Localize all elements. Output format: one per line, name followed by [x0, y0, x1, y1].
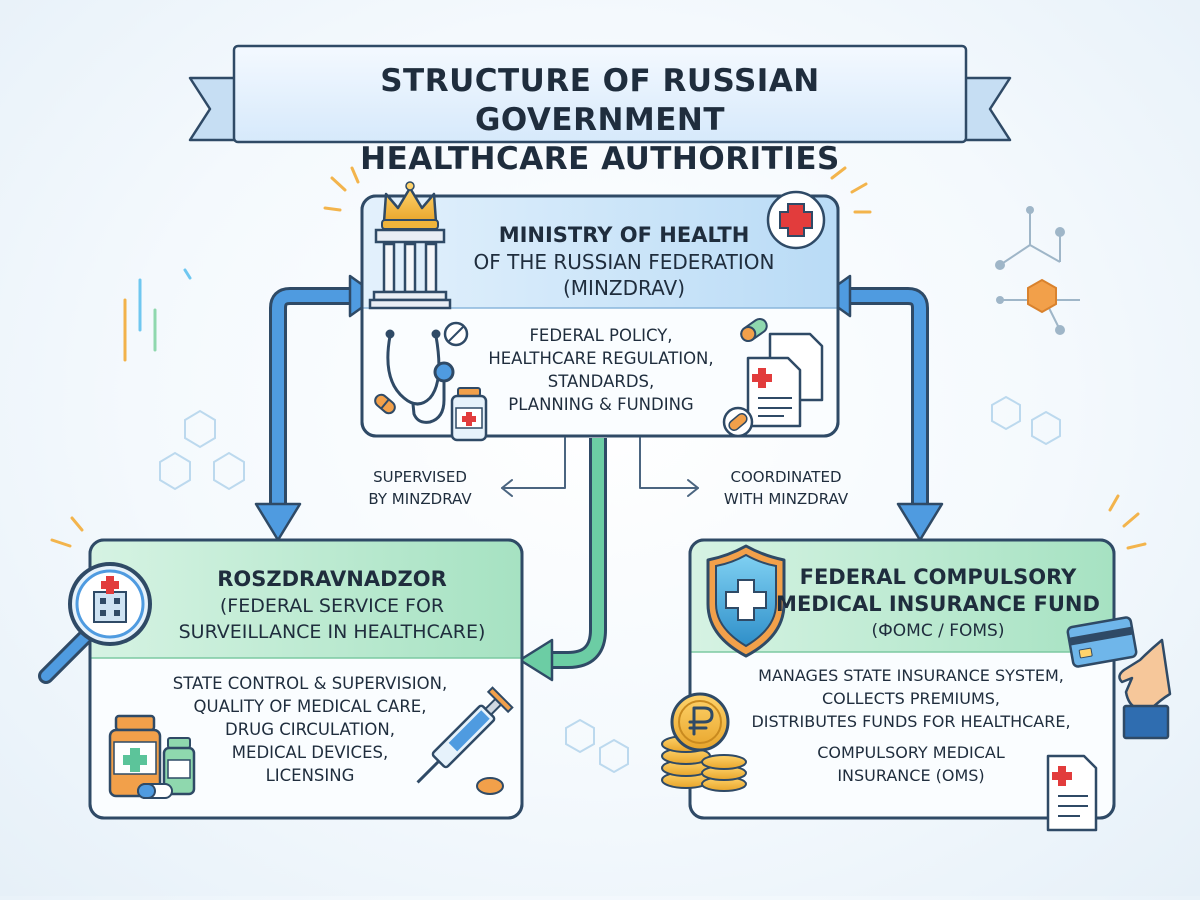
- foms-box: [688, 538, 1116, 820]
- credit-card-hand-icon: [1066, 616, 1172, 740]
- roszdravnadzor-header: ROSZDRAVNADZOR (FEDERAL SERVICE FOR SURV…: [156, 566, 508, 645]
- foms-function-item: INSURANCE (OMS): [837, 766, 985, 785]
- foms-title-1: FEDERAL COMPULSORY: [799, 565, 1077, 589]
- roszdravnadzor-function-item: STATE CONTROL & SUPERVISION,: [172, 674, 448, 693]
- ministry-header: MINISTRY OF HEALTH OF THE RUSSIAN FEDERA…: [448, 222, 800, 301]
- ministry-function-item: FEDERAL POLICY,: [529, 326, 673, 345]
- foms-header: FEDERAL COMPULSORY MEDICAL INSURANCE FUN…: [772, 564, 1104, 644]
- foms-functions: MANAGES STATE INSURANCE SYSTEM, COLLECTS…: [726, 664, 1096, 787]
- connector-center-green-arrow: [518, 438, 607, 682]
- foms-function-item: COMPULSORY MEDICAL: [817, 743, 1005, 762]
- sparkles: [50, 166, 1147, 550]
- ministry-function-item: PLANNING & FUNDING: [508, 395, 694, 414]
- foms-function-item: MANAGES STATE INSURANCE SYSTEM,: [758, 666, 1064, 685]
- roszdravnadzor-subtitle-2: SURVEILLANCE IN HEALTHCARE): [178, 621, 486, 643]
- roszdravnadzor-box: [88, 538, 524, 820]
- molecule-icon: [995, 206, 1080, 335]
- foms-function-item: COLLECTS PREMIUMS,: [821, 689, 1001, 708]
- government-building-icon: [368, 228, 452, 310]
- roszdravnadzor-function-item: LICENSING: [265, 766, 355, 785]
- ruble-coins-icon: [661, 692, 747, 792]
- medical-document-icon: [1046, 754, 1098, 832]
- pill-icon: [374, 317, 768, 415]
- diagram-title: STRUCTURE OF RUSSIAN GOVERNMENT HEALTHCA…: [250, 62, 950, 179]
- shield-cross-icon: [706, 544, 786, 658]
- coordinated-label-line: WITH MINZDRAV: [723, 490, 849, 508]
- roszdravnadzor-subtitle-1: (FEDERAL SERVICE FOR: [219, 595, 445, 617]
- syringe-icon: [416, 686, 514, 784]
- title-line-1: STRUCTURE OF RUSSIAN GOVERNMENT: [380, 63, 820, 138]
- ministry-box: [360, 194, 840, 438]
- ministry-subtitle-1: OF THE RUSSIAN FEDERATION: [473, 250, 775, 274]
- ministry-subtitle-2: (MINZDRAV): [563, 276, 685, 300]
- medicine-bottle-icon: [108, 714, 196, 799]
- roszdravnadzor-function-item: QUALITY OF MEDICAL CARE,: [193, 697, 427, 716]
- coordinated-label-line: COORDINATED: [730, 468, 842, 486]
- light-beams-left: [123, 268, 192, 362]
- ministry-function-item: STANDARDS,: [547, 372, 655, 391]
- ministry-function-item: HEALTHCARE REGULATION,: [488, 349, 714, 368]
- coordinated-label: COORDINATED WITH MINZDRAV: [700, 466, 872, 510]
- crown-icon: [381, 181, 439, 230]
- foms-subtitle: (ФОМС / FOMS): [871, 621, 1005, 641]
- title-line-2: HEALTHCARE AUTHORITIES: [360, 141, 840, 177]
- foms-title-2: MEDICAL INSURANCE FUND: [776, 592, 1100, 616]
- ministry-functions: FEDERAL POLICY, HEALTHCARE REGULATION, S…: [470, 324, 732, 416]
- hexagon-decoration-center: [565, 718, 629, 774]
- pill-icon: [476, 777, 504, 795]
- coordinated-thin-arrow: [639, 437, 699, 497]
- supervised-label-line: BY MINZDRAV: [368, 490, 472, 508]
- roszdravnadzor-title: ROSZDRAVNADZOR: [217, 567, 447, 591]
- supervised-thin-arrow: [501, 437, 566, 497]
- ministry-title: MINISTRY OF HEALTH: [498, 223, 750, 247]
- hexagon-decoration-right: [991, 395, 1061, 446]
- foms-function-item: DISTRIBUTES FUNDS FOR HEALTHCARE,: [751, 712, 1071, 731]
- roszdravnadzor-functions: STATE CONTROL & SUPERVISION, QUALITY OF …: [150, 672, 470, 787]
- title-banner: [188, 44, 1012, 144]
- hexagon-decoration-left: [159, 409, 245, 491]
- stethoscope-icon: [385, 329, 455, 424]
- magnifier-hospital-icon: [38, 562, 152, 684]
- roszdravnadzor-function-item: MEDICAL DEVICES,: [231, 743, 389, 762]
- roszdravnadzor-function-item: DRUG CIRCULATION,: [224, 720, 395, 739]
- medicine-bottle-icon: [450, 387, 488, 442]
- supervised-label-line: SUPERVISED: [373, 468, 467, 486]
- medical-cross-icon: [766, 190, 826, 250]
- medical-document-icon: [722, 332, 824, 438]
- supervised-label: SUPERVISED BY MINZDRAV: [340, 466, 500, 510]
